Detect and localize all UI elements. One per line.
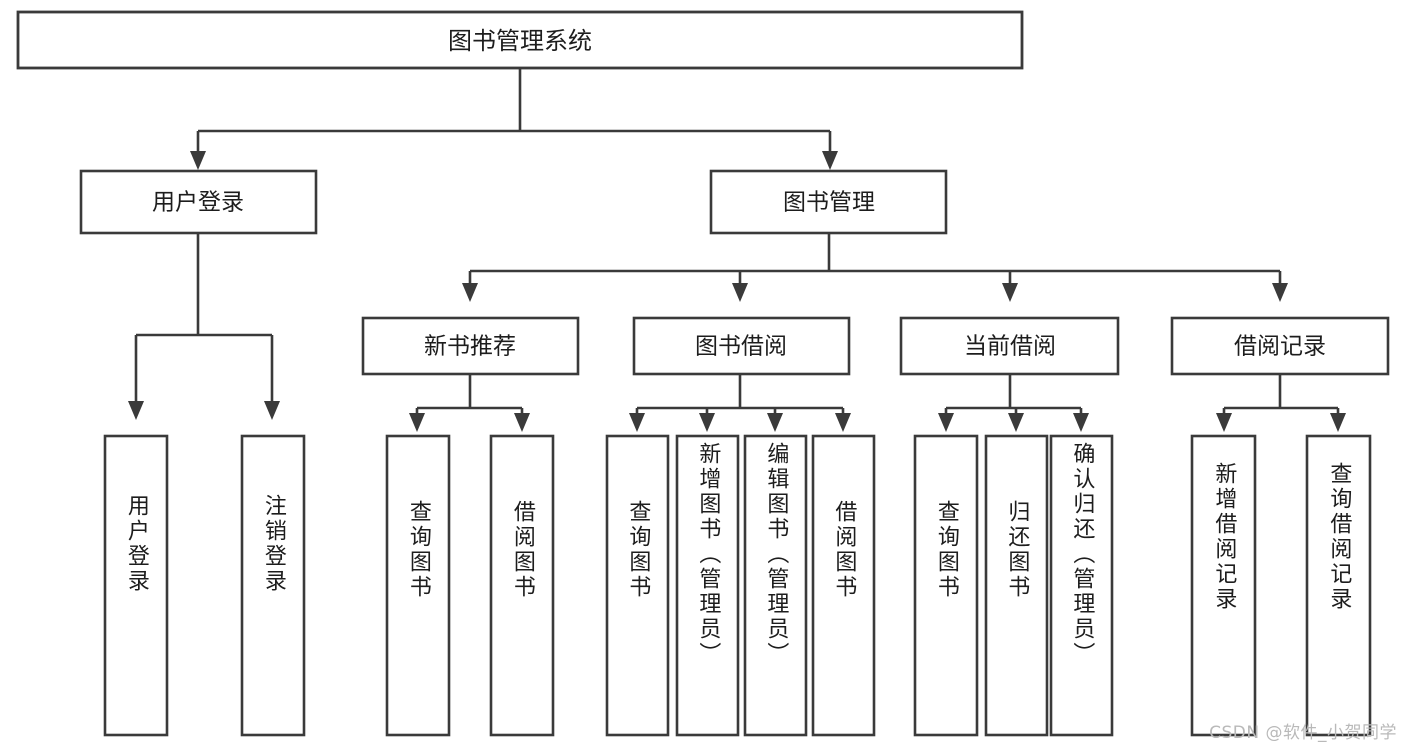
leaf-box-record-add-record[interactable] <box>1190 434 1257 737</box>
connector-current-borrow-to-leaves <box>938 374 1089 432</box>
node-borrow-record[interactable]: 借阅记录 <box>1170 316 1390 376</box>
leaf-box-record-query-record[interactable] <box>1305 434 1372 737</box>
leaf-box-recommend-borrow-book[interactable] <box>489 434 555 737</box>
leaf-box-user-login-logout[interactable] <box>240 434 306 737</box>
connector-new-book-recommend-to-leaves <box>409 374 530 432</box>
connector-book-borrow-to-leaves <box>629 374 851 432</box>
connector-book-management-to-level3 <box>462 233 1288 302</box>
csdn-watermark: CSDN @软件_小贺同学 <box>1209 723 1397 743</box>
node-root-book-management-system[interactable]: 图书管理系统 <box>16 10 1024 70</box>
leaf-box-recommend-query-book[interactable] <box>385 434 451 737</box>
node-user-login-label: 用户登录 <box>152 190 244 216</box>
node-new-book-recommend[interactable]: 新书推荐 <box>361 316 580 376</box>
connector-user-login-to-leaves <box>128 233 280 420</box>
node-new-book-recommend-label: 新书推荐 <box>424 334 516 360</box>
node-book-management[interactable]: 图书管理 <box>709 169 948 235</box>
node-book-borrow[interactable]: 图书借阅 <box>632 316 851 376</box>
node-current-borrow-label: 当前借阅 <box>964 334 1056 360</box>
leaf-box-borrow-add-book-admin[interactable] <box>675 434 740 737</box>
leaf-box-user-login-login[interactable] <box>103 434 169 737</box>
node-borrow-record-label: 借阅记录 <box>1234 334 1326 360</box>
leaf-box-current-confirm-return-admin[interactable] <box>1049 434 1114 737</box>
leaf-box-current-return-book[interactable] <box>984 434 1049 737</box>
leaf-box-borrow-borrow-book[interactable] <box>811 434 876 737</box>
node-user-login[interactable]: 用户登录 <box>79 169 318 235</box>
leaf-box-borrow-edit-book-admin[interactable] <box>743 434 808 737</box>
node-book-borrow-label: 图书借阅 <box>695 334 787 360</box>
connector-borrow-record-to-leaves <box>1216 374 1346 432</box>
connector-root-to-level2 <box>190 68 838 170</box>
node-current-borrow[interactable]: 当前借阅 <box>899 316 1120 376</box>
leaf-box-borrow-query-book[interactable] <box>605 434 670 737</box>
node-root-label: 图书管理系统 <box>448 27 592 55</box>
leaf-box-current-query-book[interactable] <box>913 434 979 737</box>
node-book-management-label: 图书管理 <box>783 190 875 216</box>
